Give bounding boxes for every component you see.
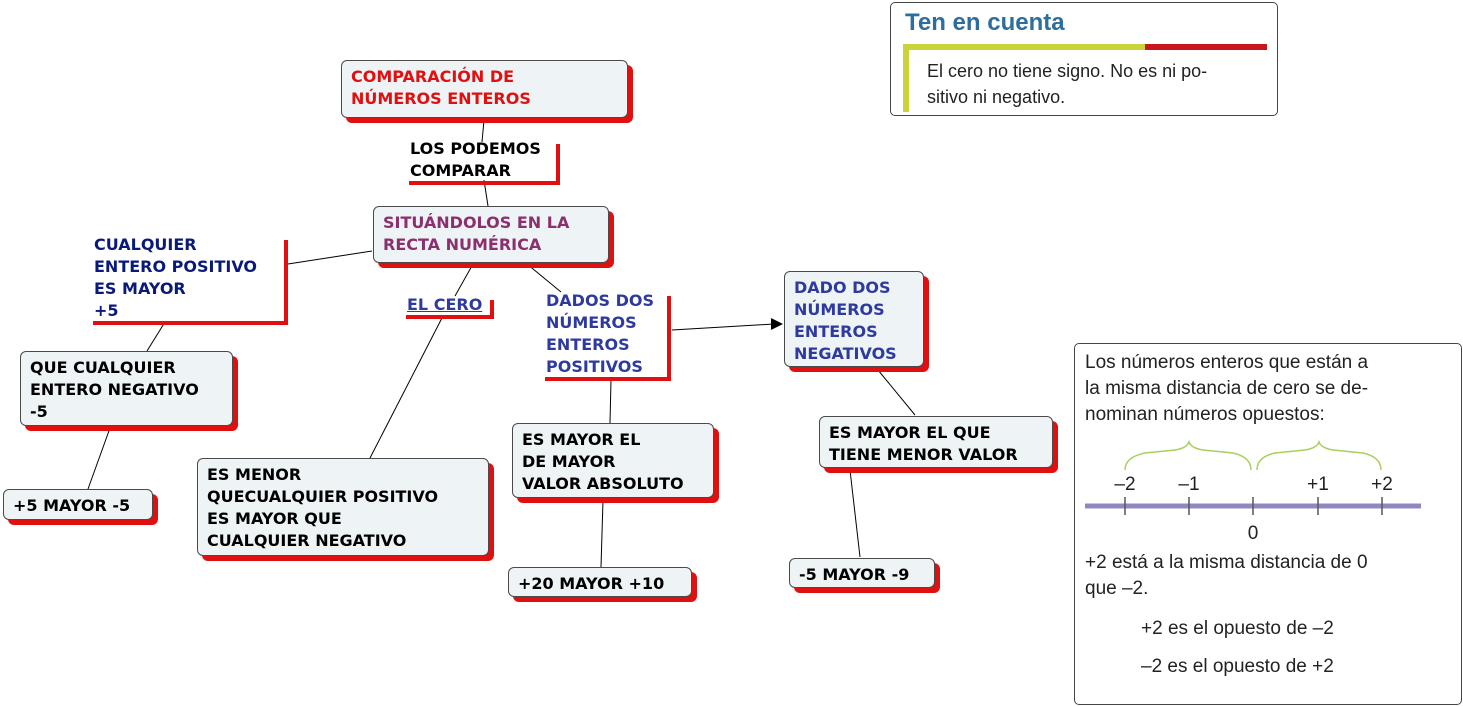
left-brace bbox=[1124, 439, 1252, 471]
lesser-value-node[interactable]: ES MAYOR EL QUE TIENE MENOR VALOR bbox=[819, 416, 1053, 468]
opposites-number-line: –2 –1 0 +1 +2 bbox=[1085, 439, 1421, 544]
opposites-explanation: +2 está a la misma distancia de 0 que –2… bbox=[1085, 552, 1368, 599]
tick-label-m2: –2 bbox=[1114, 474, 1135, 495]
main-concept-node[interactable]: COMPARACIÓN DE NÚMEROS ENTEROS bbox=[341, 60, 628, 118]
zero-note-box: Ten en cuenta El cero no tiene signo. No… bbox=[890, 2, 1278, 116]
note-bar-red bbox=[1145, 44, 1267, 50]
tick-label-p1: +1 bbox=[1307, 474, 1329, 495]
note-bar-side bbox=[903, 44, 909, 112]
zero-description-node[interactable]: ES MENOR QUECUALQUIER POSITIVO ES MAYOR … bbox=[197, 458, 489, 556]
example-positive-node[interactable]: +20 MAYOR +10 bbox=[508, 567, 692, 597]
opposites-line-1: +2 es el opuesto de –2 bbox=[1141, 618, 1334, 639]
opposites-intro: Los números enteros que están a la misma… bbox=[1085, 352, 1369, 425]
zero-label: EL CERO bbox=[406, 294, 494, 319]
number-line-node[interactable]: SITUÁNDOLOS EN LA RECTA NUMÉRICA bbox=[373, 206, 609, 263]
opposites-line-2: –2 es el opuesto de +2 bbox=[1141, 656, 1334, 677]
positive-greater-label: CUALQUIER ENTERO POSITIVO ES MAYOR +5 bbox=[93, 234, 288, 325]
tick-label-p2: +2 bbox=[1371, 474, 1393, 495]
example-negative-node[interactable]: -5 MAYOR -9 bbox=[789, 558, 935, 588]
compare-link-label: LOS PODEMOS COMPARAR bbox=[409, 138, 560, 185]
note-bar-green bbox=[903, 44, 1147, 50]
opposites-note-box: Los números enteros que están a la misma… bbox=[1074, 343, 1462, 705]
right-brace bbox=[1256, 439, 1382, 471]
tick-label-0: 0 bbox=[1248, 523, 1259, 544]
greater-absolute-node[interactable]: ES MAYOR EL DE MAYOR VALOR ABSOLUTO bbox=[512, 423, 714, 498]
two-negative-node[interactable]: DADO DOS NÚMEROS ENTEROS NEGATIVOS bbox=[784, 271, 924, 367]
example-pos-neg-node[interactable]: +5 MAYOR -5 bbox=[3, 489, 153, 520]
tick-label-m1: –1 bbox=[1178, 474, 1199, 495]
note-text: El cero no tiene signo. No es ni po- sit… bbox=[927, 61, 1208, 107]
two-positive-label: DADOS DOS NÚMEROS ENTEROS POSITIVOS bbox=[545, 290, 671, 381]
note-title: Ten en cuenta bbox=[905, 9, 1065, 36]
negative-node[interactable]: QUE CUALQUIER ENTERO NEGATIVO -5 bbox=[20, 351, 233, 426]
